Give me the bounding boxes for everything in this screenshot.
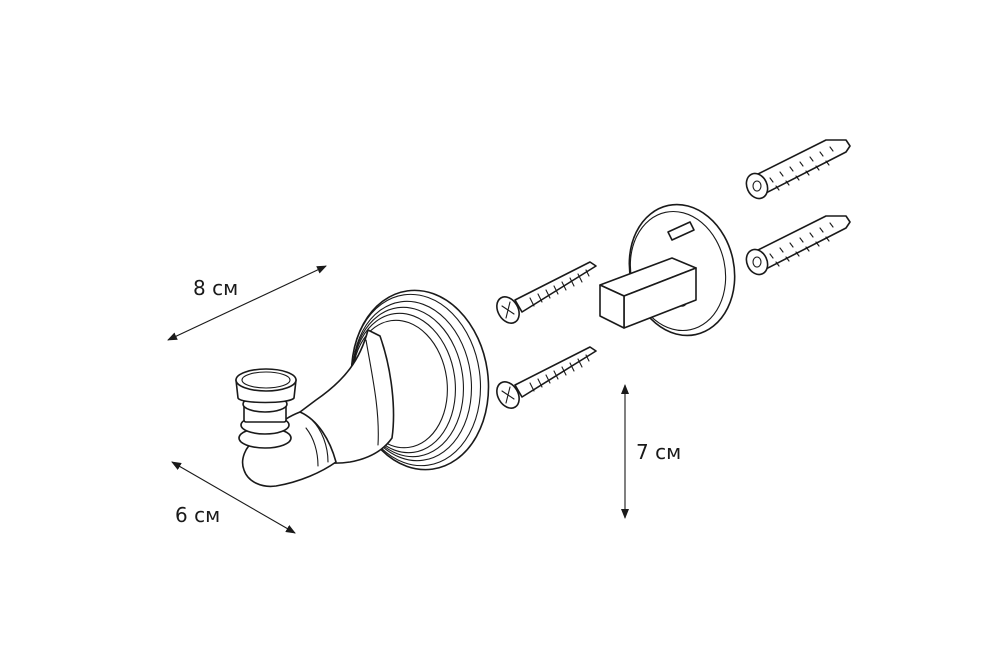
- width-dimension-line: [167, 265, 327, 341]
- depth-dimension-line: [171, 461, 296, 534]
- screw-bottom: [496, 346, 597, 409]
- screw-top: [496, 261, 597, 324]
- wall-plug-bottom: [745, 215, 851, 276]
- robe-hook: [235, 289, 490, 488]
- wall-plug-top: [745, 139, 851, 200]
- width-dimension-label: 8 см: [193, 276, 239, 300]
- mounting-bracket: [599, 203, 736, 337]
- depth-dimension-label: 6 см: [175, 503, 221, 527]
- height-dimension-label: 7 см: [636, 440, 682, 464]
